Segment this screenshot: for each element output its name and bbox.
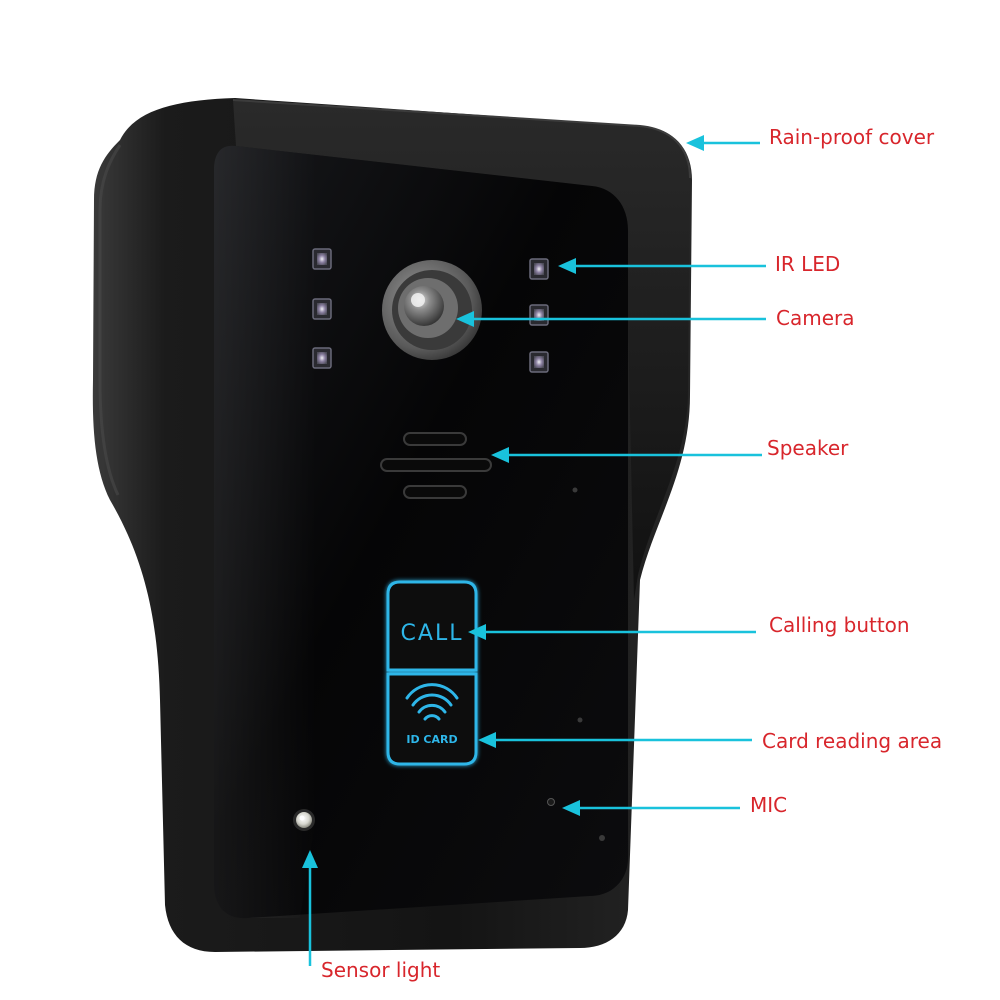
rfid-wave-icon (405, 683, 459, 721)
ir-led-group (312, 248, 549, 373)
label-mic: MIC (750, 793, 788, 817)
callout-arrows (302, 135, 766, 966)
label-camera: Camera (776, 306, 855, 330)
front-panel (214, 145, 628, 919)
label-card-reading-area: Card reading area (762, 729, 943, 753)
card-reading-area[interactable] (386, 672, 478, 766)
sensor-light (293, 809, 315, 831)
mic-hole (547, 798, 555, 806)
call-card-module: CALL ID CARD (386, 580, 478, 766)
camera-lens (382, 260, 482, 360)
call-button[interactable] (386, 580, 478, 672)
card-reader-label: ID CARD (406, 733, 457, 746)
label-rain-proof-cover: Rain-proof cover (769, 125, 935, 149)
label-speaker: Speaker (767, 436, 849, 460)
rain-proof-cover-rim (233, 100, 690, 600)
speaker-grille (380, 432, 492, 499)
call-button-label: CALL (401, 621, 464, 646)
label-ir-led: IR LED (775, 252, 841, 276)
label-sensor-light: Sensor light (321, 958, 441, 982)
label-calling-button: Calling button (769, 613, 910, 637)
panel-holes (572, 487, 605, 841)
